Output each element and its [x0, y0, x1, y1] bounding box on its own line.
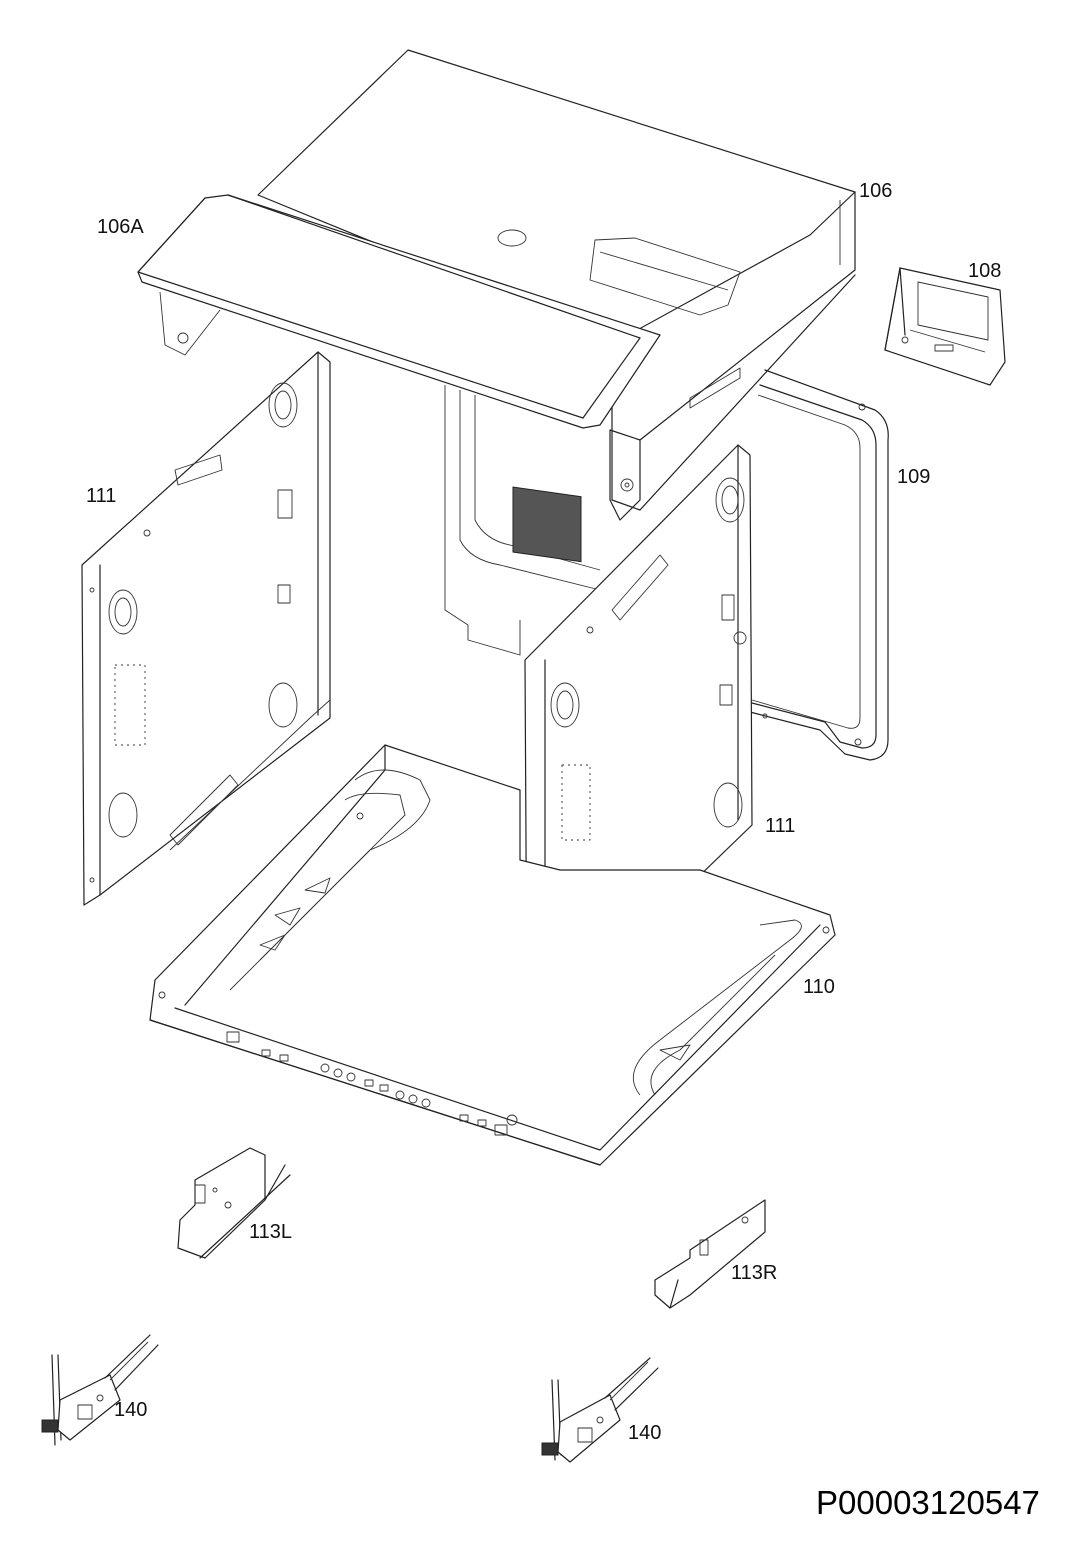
label-part-111-left: 111: [86, 485, 117, 507]
part-113L-bracket: [177, 1147, 291, 1259]
part-106-top-housing: [257, 49, 856, 656]
document-code: P00003120547: [816, 1484, 1040, 1521]
part-140-hinge-left: [41, 1334, 159, 1446]
part-106A-trim-strip: [137, 194, 661, 429]
part-113R-bracket: [654, 1199, 766, 1309]
label-part-140-right: 140: [628, 1422, 662, 1444]
label-part-110: 110: [803, 976, 835, 998]
label-part-106: 106: [859, 180, 893, 202]
part-111-left-side-panel: [81, 351, 331, 906]
part-140-hinge-right: [541, 1357, 659, 1463]
label-part-113L: 113L: [249, 1221, 293, 1243]
part-110-base-frame: [149, 744, 836, 1166]
label-part-140-left: 140: [114, 1399, 148, 1421]
part-108-control-module: [884, 267, 1006, 386]
label-part-108: 108: [968, 260, 1002, 282]
label-part-109: 109: [897, 466, 931, 488]
label-part-113R: 113R: [731, 1262, 778, 1284]
label-part-111-right: 111: [765, 815, 796, 837]
label-part-106A: 106A: [97, 216, 144, 238]
part-109-rear-frame: [749, 369, 889, 761]
